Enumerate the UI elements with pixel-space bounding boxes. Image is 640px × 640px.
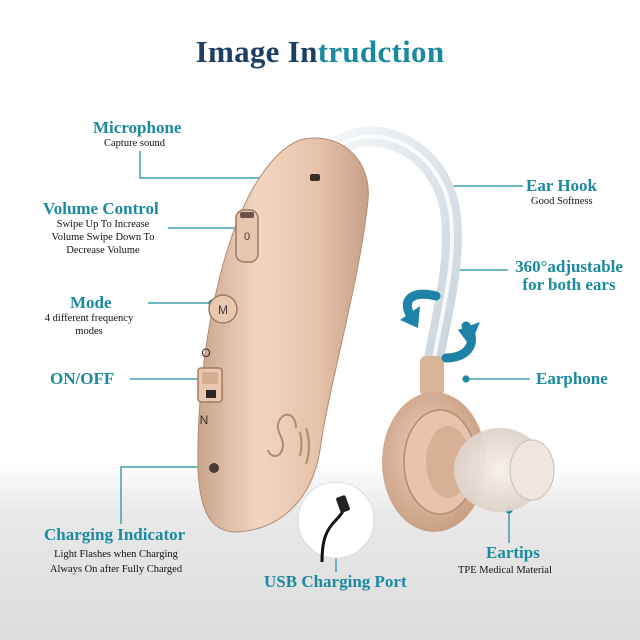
mode-label: Mode (70, 293, 112, 312)
volume-control-label: Volume Control (43, 199, 159, 218)
microphone-label: Microphone (93, 118, 182, 137)
device-body (197, 137, 369, 533)
adjustable-label: 360°adjustable for both ears (506, 258, 632, 294)
mode-desc-line-1: 4 different frequency (44, 313, 134, 324)
title-part-1: Image In (195, 34, 318, 69)
mode-desc-line-2: modes (75, 326, 103, 337)
switch-on-mark: O (201, 346, 210, 360)
on-off-label: ON/OFF (50, 369, 115, 388)
eartip (454, 428, 555, 512)
microphone-port (310, 174, 320, 181)
mode-button[interactable]: M (208, 294, 238, 324)
ear-logo-icon (267, 413, 310, 465)
adjustable-line-1: 360°adjustable (515, 257, 623, 276)
volume-rocker[interactable] (235, 209, 259, 263)
ear-hook-label: Ear Hook (526, 176, 598, 195)
microphone-desc: Capture sound (104, 138, 165, 149)
charging-desc-line-2: Always On after Fully Charged (49, 564, 183, 575)
volume-desc-line-2: Volume Swipe Down To (51, 232, 155, 243)
eartips-label: Eartips (486, 543, 540, 562)
title-part-2: trudction (317, 34, 445, 69)
adjustable-line-2: for both ears (522, 275, 616, 294)
volume-desc-line-1: Swipe Up To Increase (56, 219, 150, 230)
charging-indicator-label: Charging Indicator (44, 525, 186, 544)
charging-desc-line-1: Light Flashes when Charging (54, 549, 178, 560)
volume-control-desc: Swipe Up To Increase Volume Swipe Down T… (38, 218, 168, 257)
mode-button-mark: M (218, 303, 228, 317)
hook-connector (420, 356, 444, 396)
ear-hook-desc: Good Softness (531, 196, 593, 207)
volume-desc-line-3: Decrease Volume (66, 245, 140, 256)
usb-charging-port-label: USB Charging Port (264, 572, 407, 591)
rotate-icon (400, 289, 480, 363)
charging-indicator-desc: Light Flashes when Charging Always On af… (30, 547, 202, 577)
switch-off-mark: N (200, 413, 209, 427)
usb-port-inset (297, 481, 375, 563)
svg-text:0: 0 (244, 231, 250, 243)
charging-led (209, 463, 219, 473)
earphone-label: Earphone (536, 369, 608, 388)
eartips-desc: TPE Medical Material (458, 565, 552, 576)
earphone (382, 392, 486, 532)
page-title: Image Intrudction (0, 34, 640, 70)
mode-desc: 4 different frequency modes (30, 312, 148, 338)
